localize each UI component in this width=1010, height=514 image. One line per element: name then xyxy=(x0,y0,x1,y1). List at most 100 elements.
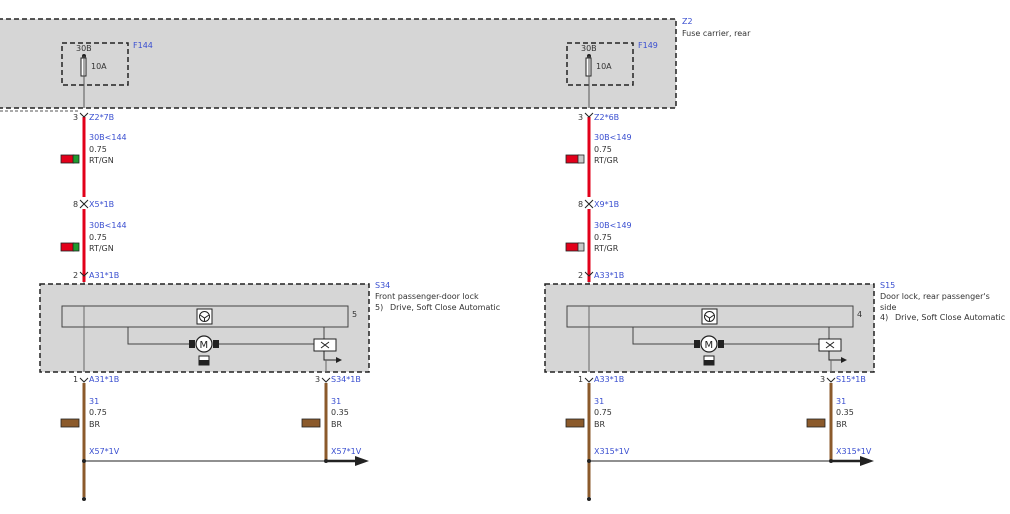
right-connector-mark-1 xyxy=(584,112,594,118)
module-s15-id: S15 xyxy=(880,281,895,290)
module-s34-name: Front passenger-door lock xyxy=(375,292,479,301)
right-seg1-connector[interactable]: Z2*6B xyxy=(594,113,619,122)
left-out1-color-tag-icon xyxy=(60,418,80,428)
left-seg1-connector[interactable]: Z2*7B xyxy=(89,113,114,122)
left-seg2-connector[interactable]: X5*1B xyxy=(89,200,114,209)
left-seg1-color-tag-icon xyxy=(60,154,80,164)
fuse-f149-box xyxy=(566,42,634,86)
module-s34-note-text: Drive, Soft Close Automatic xyxy=(390,303,500,312)
switch-icon xyxy=(313,338,342,363)
module-s34[interactable]: M 5 S34 Front passenger-door lock 5) Dri… xyxy=(39,281,500,373)
right-ground-arrow-icon xyxy=(860,456,874,466)
motor-icon: M xyxy=(189,335,219,366)
left-out2-wire-name[interactable]: 31 xyxy=(331,397,341,406)
fuse-f149-terminal: 30B xyxy=(581,44,597,53)
right-out1-connector[interactable]: A33*1B xyxy=(594,375,624,384)
right-seg1-color-code: RT/GR xyxy=(594,156,619,165)
right-input-pin: 2 xyxy=(578,271,583,280)
right-seg2-wire-name[interactable]: 30B<149 xyxy=(594,221,632,230)
left-connector-mark-1 xyxy=(79,112,89,118)
left-seg1-color-code: RT/GN xyxy=(89,156,114,165)
left-out2-connector[interactable]: S34*1B xyxy=(331,375,361,384)
fuse-carrier-id: Z2 xyxy=(682,17,693,26)
left-ground-node-1 xyxy=(82,459,86,463)
right-ground2-label[interactable]: X315*1V xyxy=(836,447,872,456)
left-ground1-label[interactable]: X57*1V xyxy=(89,447,120,456)
fuse-f144-box xyxy=(61,42,129,86)
right-out1-gauge: 0.75 xyxy=(594,408,612,417)
lock-symbol-icon xyxy=(701,308,718,325)
left-seg2-pin: 8 xyxy=(73,200,78,209)
right-seg2-color-tag-icon xyxy=(565,242,585,252)
motor-icon: M xyxy=(694,335,724,366)
left-circuit: 3 Z2*7B 30B<144 0.75 RT/GN 8 X5*1B 30B<1… xyxy=(39,112,500,501)
left-seg1-wire-name[interactable]: 30B<144 xyxy=(89,133,127,142)
right-end-node xyxy=(587,497,591,501)
fuse-f144-rating: 10A xyxy=(91,62,107,71)
right-seg1-pin: 3 xyxy=(578,113,583,122)
module-s34-id: S34 xyxy=(375,281,390,290)
left-ground-arrow-icon xyxy=(355,456,369,466)
left-end-node xyxy=(82,497,86,501)
right-seg1-wire-name[interactable]: 30B<149 xyxy=(594,133,632,142)
left-connector-mark-3 xyxy=(79,271,89,277)
module-s15-note-text: Drive, Soft Close Automatic xyxy=(895,313,1005,322)
fuse-carrier[interactable]: Z2 Fuse carrier, rear xyxy=(0,17,751,112)
right-out1-wire-name[interactable]: 31 xyxy=(594,397,604,406)
left-seg1-gauge: 0.75 xyxy=(89,145,107,154)
module-s15-name-cont: side xyxy=(880,303,896,312)
right-out2-wire-name[interactable]: 31 xyxy=(836,397,846,406)
right-seg1-color-tag-icon xyxy=(565,154,585,164)
right-seg2-color-code: RT/GR xyxy=(594,244,619,253)
module-s34-pin-side: 5 xyxy=(352,310,357,319)
left-out2-pin: 3 xyxy=(315,375,320,384)
left-out2-color-code: BR xyxy=(331,420,342,429)
module-s15-name: Door lock, rear passenger's xyxy=(880,292,990,301)
left-ground2-label[interactable]: X57*1V xyxy=(331,447,362,456)
right-seg2-gauge: 0.75 xyxy=(594,233,612,242)
left-seg2-wire-name[interactable]: 30B<144 xyxy=(89,221,127,230)
right-out2-connector[interactable]: S15*1B xyxy=(836,375,866,384)
module-s15[interactable]: M 4 S15 Door lock, rear passenger's side… xyxy=(544,281,1005,373)
left-out2-gauge: 0.35 xyxy=(331,408,349,417)
right-seg1-gauge: 0.75 xyxy=(594,145,612,154)
fuse-f144[interactable]: F144 30B 10A xyxy=(61,41,153,108)
right-out2-pin: 3 xyxy=(820,375,825,384)
svg-text:M: M xyxy=(200,340,209,351)
fuse-f149[interactable]: F149 30B 10A xyxy=(566,41,658,108)
right-input-connector[interactable]: A33*1B xyxy=(594,271,624,280)
left-out2-color-tag-icon xyxy=(301,418,321,428)
right-out-mark-2 xyxy=(826,377,836,383)
left-out1-color-code: BR xyxy=(89,420,100,429)
fuse-carrier-name: Fuse carrier, rear xyxy=(682,29,751,38)
right-out2-color-code: BR xyxy=(836,420,847,429)
left-out1-gauge: 0.75 xyxy=(89,408,107,417)
right-seg2-connector[interactable]: X9*1B xyxy=(594,200,619,209)
right-out2-gauge: 0.35 xyxy=(836,408,854,417)
left-seg2-color-code: RT/GN xyxy=(89,244,114,253)
right-out1-pin: 1 xyxy=(578,375,583,384)
left-seg2-gauge: 0.75 xyxy=(89,233,107,242)
left-input-connector[interactable]: A31*1B xyxy=(89,271,119,280)
right-circuit: 3 Z2*6B 30B<149 0.75 RT/GR 8 X9*1B 30B<1… xyxy=(544,112,1005,501)
left-input-pin: 2 xyxy=(73,271,78,280)
module-s34-note-num: 5) xyxy=(375,303,383,312)
fuse-f144-terminal: 30B xyxy=(76,44,92,53)
fuse-f149-id: F149 xyxy=(638,41,658,50)
right-ground1-label[interactable]: X315*1V xyxy=(594,447,630,456)
left-out1-connector[interactable]: A31*1B xyxy=(89,375,119,384)
right-seg2-pin: 8 xyxy=(578,200,583,209)
right-out1-color-code: BR xyxy=(594,420,605,429)
lock-symbol-icon xyxy=(196,308,213,325)
right-out1-color-tag-icon xyxy=(565,418,585,428)
switch-icon xyxy=(818,338,847,363)
fuse-f149-rating: 10A xyxy=(596,62,612,71)
right-out2-color-tag-icon xyxy=(806,418,826,428)
left-out1-wire-name[interactable]: 31 xyxy=(89,397,99,406)
left-seg2-color-tag-icon xyxy=(60,242,80,252)
left-seg1-pin: 3 xyxy=(73,113,78,122)
right-ground-node-1 xyxy=(587,459,591,463)
module-s15-pin-side: 4 xyxy=(857,310,862,319)
left-out-mark-1 xyxy=(79,377,89,383)
left-out1-pin: 1 xyxy=(73,375,78,384)
